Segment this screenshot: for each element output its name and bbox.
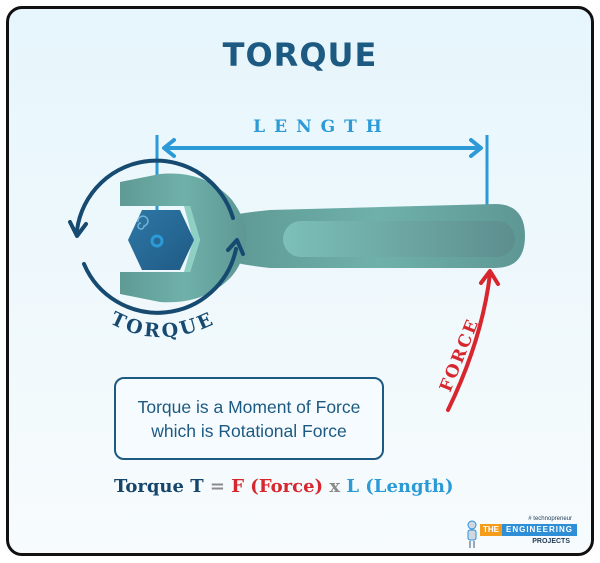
formula-length: L (Length) [346, 476, 454, 497]
formula-lhs: Torque T [114, 476, 204, 497]
logo-the: THE [480, 524, 502, 536]
formula-times: x [329, 476, 341, 497]
length-label: LENGTH [253, 117, 391, 137]
torque-formula: Torque T = F (Force) x L (Length) [114, 476, 453, 497]
hex-nut [128, 210, 194, 270]
logo-engineering: ENGINEERING [502, 524, 578, 536]
torque-rotation-arrows [68, 158, 245, 315]
definition-line-1: Torque is a Moment of Force [137, 396, 361, 417]
wrench [120, 173, 525, 303]
page-title: TORQUE [222, 36, 378, 74]
engineering-projects-logo: # technopreneur THE ENGINEERING PROJECTS [466, 516, 578, 556]
robot-icon [467, 520, 477, 548]
logo-tagline: # technopreneur [528, 516, 572, 522]
definition-line-2: which is Rotational Force [151, 420, 347, 441]
formula-force: F (Force) [231, 476, 324, 497]
logo-projects: PROJECTS [532, 538, 570, 545]
definition-box: Torque is a Moment of Force which is Rot… [114, 377, 384, 460]
force-arrow: FORCE [436, 269, 500, 412]
formula-equals: = [209, 476, 225, 497]
